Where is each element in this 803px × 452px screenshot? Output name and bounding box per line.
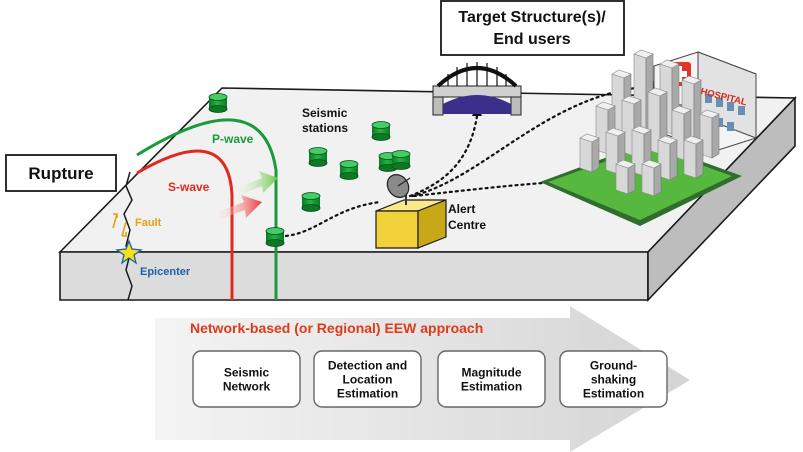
seismic-station-icon (391, 150, 411, 170)
tower-building (641, 159, 662, 197)
approach-step-box (313, 350, 422, 408)
approach-step-label: shaking (591, 373, 636, 387)
s-wave-front (136, 149, 234, 300)
approach-step-box (192, 350, 301, 408)
approach-step-label: Estimation (461, 380, 522, 394)
tower-building (579, 133, 600, 173)
tower-building (657, 135, 678, 181)
approach-arrow (155, 306, 690, 452)
satellite-dish-icon (386, 174, 411, 205)
alert-centre-label-line1: Alert (448, 202, 475, 216)
rupture-label: Rupture (28, 164, 93, 183)
fault-arrows (112, 213, 127, 237)
fault-line (123, 171, 133, 301)
approach-step-box (559, 350, 668, 408)
seismic-station-icon (339, 160, 359, 180)
target-structures-title: Target Structure(s)/ (458, 9, 606, 26)
seismic-stations-label-line1: Seismic (302, 106, 348, 120)
seismic-station-icon (265, 227, 285, 247)
city-block-icon (540, 49, 742, 226)
ground-side-face (647, 96, 796, 302)
approach-step-label: Magnitude (462, 366, 522, 380)
tower-building (615, 159, 636, 195)
approach-step-label: Detection and (328, 359, 407, 373)
approach-step-label: Estimation (583, 387, 644, 401)
p-wave-arrow (232, 171, 278, 197)
alert-centre-building (375, 174, 447, 249)
approach-step-label: Location (343, 373, 393, 387)
path-station-to-alert (284, 200, 382, 238)
seismic-station-icon (308, 147, 328, 167)
epicenter-star-icon (115, 239, 143, 265)
end-users-title: End users (493, 31, 570, 48)
approach-step-label: Ground- (590, 359, 637, 373)
target-structures-box: Target Structure(s)/ End users (440, 0, 625, 56)
tower-building (683, 135, 704, 179)
alert-centre-label-line2: Centre (448, 218, 486, 232)
path-alert-to-hospital (410, 84, 659, 198)
seismic-station-icon (371, 121, 391, 141)
seismic-stations (208, 93, 411, 247)
s-wave-label: S-wave (168, 180, 210, 194)
path-alert-to-bridge (408, 114, 479, 198)
approach-step-label: Seismic (224, 366, 270, 380)
seismic-stations-label-line2: stations (302, 121, 348, 135)
seismic-station-icon (301, 192, 321, 212)
bridge-icon (432, 62, 522, 116)
approach-title: Network-based (or Regional) EEW approach (190, 320, 483, 336)
approach-step-label: Network (223, 380, 271, 394)
s-wave-arrow (212, 195, 262, 221)
p-wave-front (136, 118, 278, 300)
approach-step-label: Estimation (337, 387, 398, 401)
rupture-box: Rupture (5, 154, 117, 192)
epicenter-label: Epicenter (140, 266, 191, 278)
tower-building (699, 109, 720, 159)
approach-step-box (437, 350, 546, 408)
seismic-station-icon (208, 93, 228, 113)
fault-label: Fault (135, 217, 162, 229)
p-wave-label: P-wave (212, 132, 254, 146)
